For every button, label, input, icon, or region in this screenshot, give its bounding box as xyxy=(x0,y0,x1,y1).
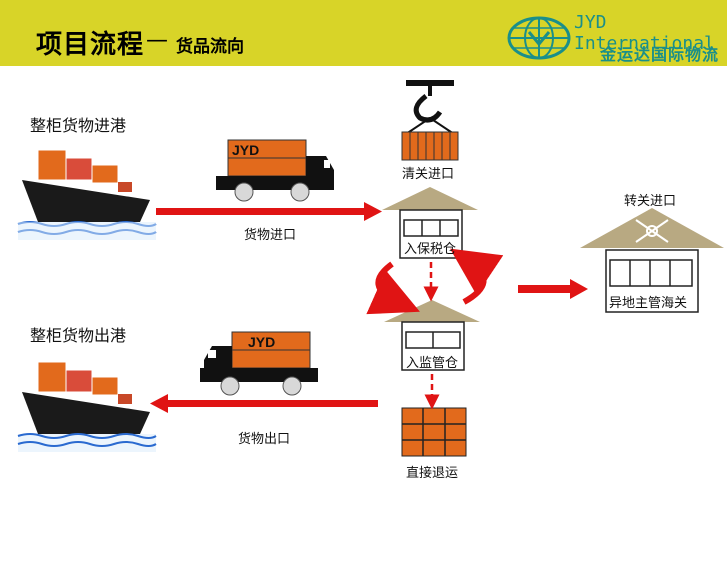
arrow-goods-import xyxy=(156,202,382,221)
label-export-port: 整柜货物出港 xyxy=(30,326,127,345)
label-import-port: 整柜货物进港 xyxy=(30,116,127,135)
header-bar xyxy=(0,0,727,66)
title-dash: — xyxy=(146,28,168,53)
truck-brand-bottom: JYD xyxy=(248,334,275,350)
export-truck-icon xyxy=(200,331,318,396)
truck-brand-top: JYD xyxy=(232,142,259,158)
label-remote-customs: 异地主管海关 xyxy=(609,296,688,311)
export-ship-icon xyxy=(17,361,157,452)
crane-hook-icon xyxy=(401,80,459,161)
label-customs-import: 清关进口 xyxy=(402,167,455,182)
arrow-goods-export xyxy=(150,394,378,413)
label-goods-import: 货物进口 xyxy=(244,228,297,243)
bonded-warehouse-icon xyxy=(382,187,478,259)
globe-logo-icon xyxy=(507,16,571,60)
arrow-transfer-import xyxy=(518,279,588,299)
label-transfer-import: 转关进口 xyxy=(624,194,677,209)
customs-emblem-icon xyxy=(635,219,669,243)
label-direct-return: 直接退运 xyxy=(406,466,459,481)
curved-arrow-right xyxy=(450,248,504,305)
curved-arrow-left xyxy=(366,261,420,315)
label-bonded-warehouse: 入保税仓 xyxy=(404,242,457,257)
import-ship-icon xyxy=(17,149,157,240)
brand-name-en: JYD International xyxy=(574,12,715,54)
page-title: 项目流程 xyxy=(36,30,145,60)
page-subtitle: 货品流向 xyxy=(176,37,244,57)
label-supervised-warehouse: 入监管仓 xyxy=(406,356,459,371)
remote-customs-icon xyxy=(580,208,724,313)
import-truck-icon xyxy=(216,139,334,202)
label-goods-export: 货物出口 xyxy=(238,432,291,447)
supervised-warehouse-icon xyxy=(384,300,480,371)
brand-name-cn: 金运达国际物流 xyxy=(600,45,720,64)
container-stack-icon xyxy=(401,407,467,457)
